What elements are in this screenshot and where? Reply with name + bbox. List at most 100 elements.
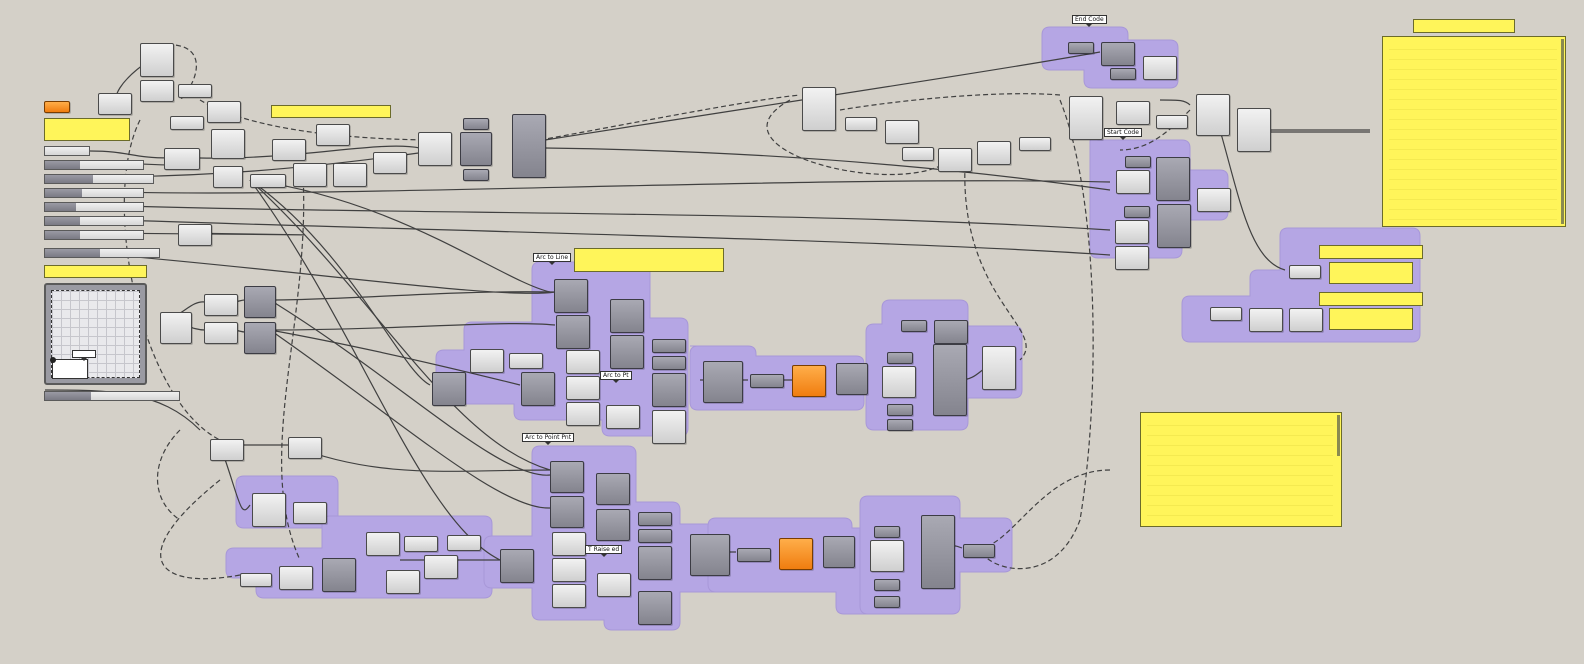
node-a3[interactable] bbox=[98, 93, 132, 115]
node-g2[interactable] bbox=[870, 540, 904, 572]
node-j8[interactable] bbox=[1197, 188, 1231, 212]
panel-output-bottom[interactable] bbox=[1140, 412, 1342, 527]
node-f17[interactable] bbox=[823, 536, 855, 568]
node-a7[interactable] bbox=[211, 129, 245, 159]
node-e7[interactable] bbox=[933, 344, 967, 416]
node-h12[interactable] bbox=[1237, 108, 1271, 152]
node-a27[interactable] bbox=[210, 439, 244, 461]
node-a20[interactable] bbox=[512, 114, 546, 178]
node-i3[interactable] bbox=[1110, 68, 1136, 80]
graph-mapper-handle[interactable] bbox=[50, 357, 56, 363]
node-d12[interactable] bbox=[606, 405, 640, 429]
node-f10[interactable] bbox=[638, 512, 672, 526]
node-f3[interactable] bbox=[596, 473, 630, 505]
node-c2[interactable] bbox=[279, 566, 313, 590]
node-e4[interactable] bbox=[882, 366, 916, 398]
node-f1[interactable] bbox=[550, 461, 584, 493]
panel-right-value-2[interactable] bbox=[1329, 308, 1413, 330]
node-d7[interactable] bbox=[432, 372, 466, 406]
node-k3[interactable] bbox=[1249, 308, 1283, 332]
panel-right-title-2[interactable] bbox=[1319, 292, 1423, 306]
node-j1[interactable] bbox=[1125, 156, 1151, 168]
node-j4[interactable] bbox=[1124, 206, 1150, 218]
node-f15[interactable] bbox=[737, 548, 771, 562]
node-d11[interactable] bbox=[566, 402, 600, 426]
node-d4[interactable] bbox=[610, 335, 644, 369]
slider-9[interactable] bbox=[44, 391, 180, 401]
node-a21[interactable] bbox=[178, 224, 212, 246]
node-g4[interactable] bbox=[874, 596, 900, 608]
node-e6[interactable] bbox=[887, 419, 913, 431]
node-a25[interactable] bbox=[244, 286, 276, 318]
node-a18[interactable] bbox=[460, 132, 492, 166]
node-h10[interactable] bbox=[1156, 115, 1188, 129]
graph-mapper[interactable] bbox=[44, 283, 147, 385]
node-j3[interactable] bbox=[1156, 157, 1190, 201]
node-c3[interactable] bbox=[322, 558, 356, 592]
node-d14[interactable] bbox=[652, 356, 686, 370]
slider-5[interactable] bbox=[44, 202, 144, 212]
slider-3[interactable] bbox=[44, 174, 154, 184]
node-a14[interactable] bbox=[333, 163, 367, 187]
node-a22[interactable] bbox=[160, 312, 192, 344]
node-a28[interactable] bbox=[288, 437, 322, 459]
node-d15[interactable] bbox=[652, 373, 686, 407]
input-panel-mid[interactable] bbox=[44, 265, 147, 278]
node-a8[interactable] bbox=[164, 148, 200, 170]
node-b1[interactable] bbox=[252, 493, 286, 527]
node-a26[interactable] bbox=[244, 322, 276, 354]
node-h4[interactable] bbox=[902, 147, 934, 161]
node-c7[interactable] bbox=[386, 570, 420, 594]
panel-top-center[interactable] bbox=[271, 105, 391, 118]
slider-2[interactable] bbox=[44, 160, 144, 170]
panel-right-value-1[interactable] bbox=[1329, 262, 1413, 284]
node-j5[interactable] bbox=[1115, 220, 1149, 244]
node-g1[interactable] bbox=[874, 526, 900, 538]
node-g5[interactable] bbox=[921, 515, 955, 589]
node-j6[interactable] bbox=[1157, 204, 1191, 248]
node-h7[interactable] bbox=[1019, 137, 1051, 151]
node-h11[interactable] bbox=[1196, 94, 1230, 136]
node-a16[interactable] bbox=[418, 132, 452, 166]
slider-6[interactable] bbox=[44, 216, 144, 226]
node-a11[interactable] bbox=[272, 139, 306, 161]
node-i4[interactable] bbox=[1143, 56, 1177, 80]
node-f9[interactable] bbox=[597, 573, 631, 597]
slider-4[interactable] bbox=[44, 188, 144, 198]
node-k2[interactable] bbox=[1210, 307, 1242, 321]
node-a2[interactable] bbox=[140, 80, 174, 102]
node-f8[interactable] bbox=[552, 584, 586, 608]
node-f13[interactable] bbox=[638, 591, 672, 625]
node-j7[interactable] bbox=[1115, 246, 1149, 270]
node-d3[interactable] bbox=[610, 299, 644, 333]
node-h5[interactable] bbox=[938, 148, 972, 172]
panel-right-title-1[interactable] bbox=[1319, 245, 1423, 259]
slider-7[interactable] bbox=[44, 230, 144, 240]
node-g6[interactable] bbox=[963, 544, 995, 558]
node-h9[interactable] bbox=[1116, 101, 1150, 125]
node-d10[interactable] bbox=[566, 376, 600, 400]
node-d1[interactable] bbox=[554, 279, 588, 313]
toggle-button[interactable] bbox=[44, 101, 70, 113]
node-k1[interactable] bbox=[1289, 265, 1321, 279]
node-a24[interactable] bbox=[204, 322, 238, 344]
node-a5[interactable] bbox=[207, 101, 241, 123]
node-f14[interactable] bbox=[690, 534, 730, 576]
node-f12[interactable] bbox=[638, 546, 672, 580]
node-h6[interactable] bbox=[977, 141, 1011, 165]
node-f11[interactable] bbox=[638, 529, 672, 543]
node-c4[interactable] bbox=[366, 532, 400, 556]
node-a23[interactable] bbox=[204, 294, 238, 316]
node-f4[interactable] bbox=[596, 509, 630, 541]
slider-1[interactable] bbox=[44, 146, 90, 156]
node-g3[interactable] bbox=[874, 579, 900, 591]
node-h2[interactable] bbox=[845, 117, 877, 131]
node-c6[interactable] bbox=[447, 535, 481, 551]
node-a15[interactable] bbox=[373, 152, 407, 174]
panel-arc-to-line[interactable] bbox=[574, 248, 724, 272]
node-d5[interactable] bbox=[470, 349, 504, 373]
node-d6[interactable] bbox=[509, 353, 543, 369]
node-f6[interactable] bbox=[552, 532, 586, 556]
panel-output-title[interactable] bbox=[1413, 19, 1515, 33]
node-a4[interactable] bbox=[178, 84, 212, 98]
